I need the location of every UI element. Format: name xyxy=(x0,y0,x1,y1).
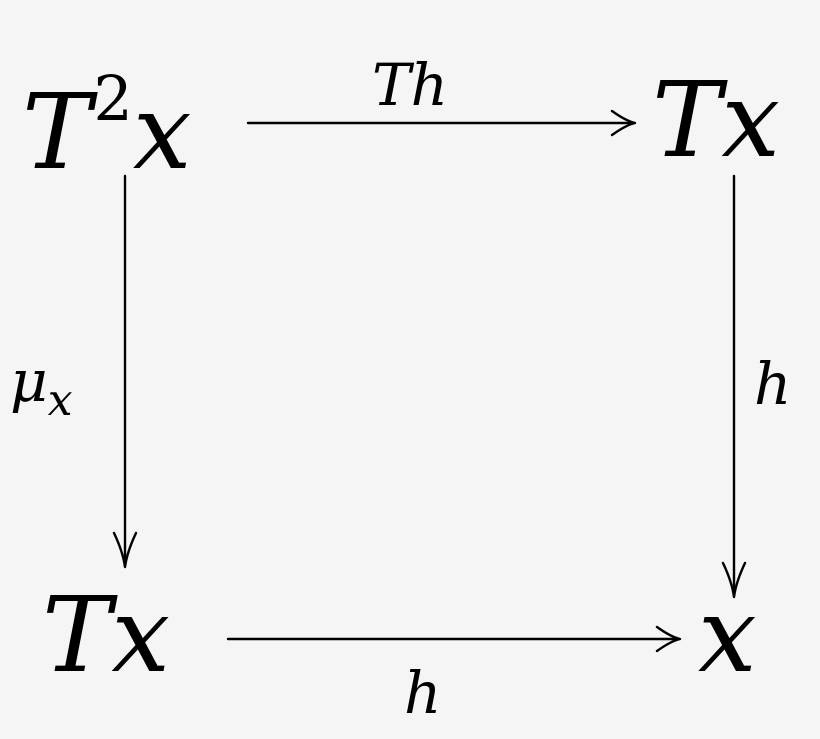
node-top-left: T2x xyxy=(22,68,191,185)
node-top-left-var: x xyxy=(132,71,192,193)
label-right-arrow: h xyxy=(754,350,792,418)
arrow-top xyxy=(246,109,637,137)
node-bottom-left: Tx xyxy=(42,574,171,696)
arrow-left xyxy=(112,174,138,569)
node-top-right: Tx xyxy=(652,59,781,181)
node-top-left-superscript: 2 xyxy=(93,62,133,135)
label-left-arrow-base: μ xyxy=(10,347,48,415)
node-bottom-right: x xyxy=(698,574,757,696)
label-left-arrow-subscript: x xyxy=(47,375,73,426)
label-bottom-arrow: h xyxy=(404,659,442,727)
label-top-arrow: Th xyxy=(372,51,449,119)
arrow-right xyxy=(721,174,747,599)
node-top-left-base: T xyxy=(22,71,92,193)
label-left-arrow: μx xyxy=(10,352,73,423)
arrow-bottom xyxy=(226,625,682,653)
